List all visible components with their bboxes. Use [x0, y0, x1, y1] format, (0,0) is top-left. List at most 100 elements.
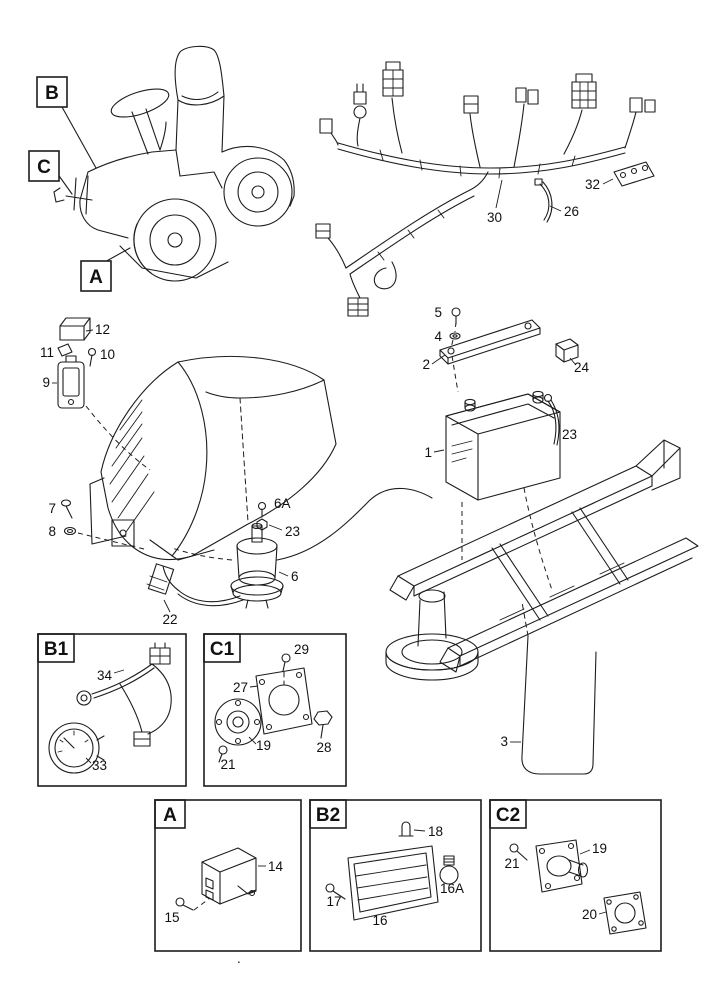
- screw-15-drawing: [175, 897, 194, 911]
- panel-a: A 14 15: [154, 799, 302, 952]
- part-label-33: 33: [92, 758, 107, 773]
- part-label-21-c1: 21: [220, 757, 235, 772]
- part-label-9: 9: [42, 375, 50, 390]
- clip-18-drawing: [398, 821, 414, 837]
- part-label-3: 3: [500, 734, 508, 749]
- label-23-switch: 23: [268, 524, 300, 539]
- battery-plate-2-drawing: [439, 319, 541, 365]
- panel-c2-title: C2: [496, 805, 520, 826]
- label-27: 27: [233, 680, 259, 695]
- fuse-11-drawing: [57, 343, 73, 357]
- label-12: 12: [85, 322, 110, 337]
- label-14: 14: [258, 859, 284, 874]
- part-label-14: 14: [268, 859, 284, 874]
- hourmeter-33-drawing: [48, 722, 105, 774]
- callout-a-label: A: [89, 267, 103, 288]
- part-label-19-c2: 19: [592, 841, 607, 856]
- screw-21-c2-drawing: [509, 843, 528, 861]
- part-label-12: 12: [95, 322, 110, 337]
- label-20: 20: [582, 907, 607, 922]
- part-label-4: 4: [434, 329, 442, 344]
- panel-a-frame: [154, 799, 302, 952]
- part-label-20: 20: [582, 907, 597, 922]
- label-33: 33: [85, 757, 107, 773]
- part-label-16: 16: [372, 913, 387, 928]
- panel-b2: B2 16 16A 18 17: [309, 799, 482, 952]
- nut-23-switch-drawing: [256, 518, 268, 531]
- part-label-11: 11: [40, 345, 54, 360]
- part-label-7: 7: [48, 501, 56, 516]
- bracket-32-drawing: [613, 161, 655, 187]
- label-1: 1: [424, 445, 445, 460]
- label-3: 3: [500, 734, 521, 749]
- callout-c-label: C: [37, 157, 51, 178]
- label-26: 26: [549, 204, 579, 219]
- part-label-15: 15: [164, 910, 179, 925]
- panel-c1-title-box: [203, 633, 241, 663]
- panel-b2-title-box: [309, 799, 347, 829]
- panel-a-title-box: [154, 799, 186, 829]
- battery-cable-23-drawing: [543, 393, 560, 446]
- label-22: 22: [162, 599, 178, 627]
- label-34: 34: [97, 668, 125, 683]
- label-30: 30: [487, 179, 503, 225]
- assembly-dash-holder9: [85, 405, 151, 471]
- panel-c1-title: C1: [210, 639, 235, 660]
- bulb-16a-drawing: [439, 855, 459, 885]
- part-label-23a: 23: [562, 427, 577, 442]
- panel-c1-frame: [203, 633, 347, 787]
- panel-b2-frame: [309, 799, 482, 952]
- part-label-19-c1: 19: [256, 738, 271, 753]
- label-2: 2: [422, 354, 446, 372]
- bolt-28-drawing: [313, 710, 333, 739]
- connector-22-drawing: [146, 563, 244, 607]
- panel-b1: B1 34 33: [37, 633, 187, 787]
- assembly-dash-plate2: [450, 321, 459, 393]
- part-label-29: 29: [294, 642, 309, 657]
- screw-6a-drawing: [257, 501, 267, 518]
- panel-c2-frame: [489, 799, 662, 952]
- panel-b1-title-box: [37, 633, 75, 663]
- assembly-dash-battery: [461, 487, 553, 591]
- label-18: 18: [413, 824, 443, 839]
- part-label-24: 24: [574, 360, 590, 375]
- part-label-8: 8: [48, 524, 56, 539]
- screw-17-drawing: [325, 883, 346, 900]
- part-label-30: 30: [487, 210, 502, 225]
- part-label-27: 27: [233, 680, 248, 695]
- part-label-2: 2: [422, 357, 430, 372]
- part-label-17: 17: [326, 894, 341, 909]
- panel-b2-title: B2: [316, 805, 340, 826]
- assembly-dash-screw15: [193, 897, 211, 911]
- switch-6-drawing: [230, 522, 284, 609]
- label-6: 6: [278, 569, 299, 584]
- part-label-28: 28: [316, 740, 331, 755]
- part-label-16a: 16A: [440, 881, 464, 896]
- relay-14-drawing: [201, 847, 257, 905]
- socket-19-c1-drawing: [214, 698, 262, 746]
- panel-b1-title: B1: [44, 639, 69, 660]
- screw-7-drawing: [60, 499, 73, 519]
- callout-a: A: [80, 247, 131, 292]
- frame-drawing: [385, 439, 699, 681]
- footer-mark: .: [237, 951, 241, 966]
- label-9: 9: [42, 375, 57, 390]
- screw-21-c1-drawing: [218, 745, 228, 763]
- socket-19-c2-drawing: [535, 839, 589, 893]
- part-label-26: 26: [564, 204, 579, 219]
- fender-panel-drawing: [89, 355, 337, 561]
- tractor-drawing: [53, 45, 295, 282]
- cable-3-drawing: [521, 601, 597, 775]
- callout-a-box: [80, 260, 112, 292]
- assembly-dash-switch: [171, 547, 233, 561]
- part-label-34: 34: [97, 668, 113, 683]
- assembly-dash-screw7: [77, 532, 149, 551]
- battery-1-drawing: [445, 390, 561, 501]
- callout-c: C: [28, 150, 73, 195]
- part-label-6: 6: [291, 569, 299, 584]
- relay-12-drawing: [59, 317, 91, 341]
- switch-lead-wire: [276, 487, 433, 561]
- gasket-20-drawing: [603, 891, 647, 935]
